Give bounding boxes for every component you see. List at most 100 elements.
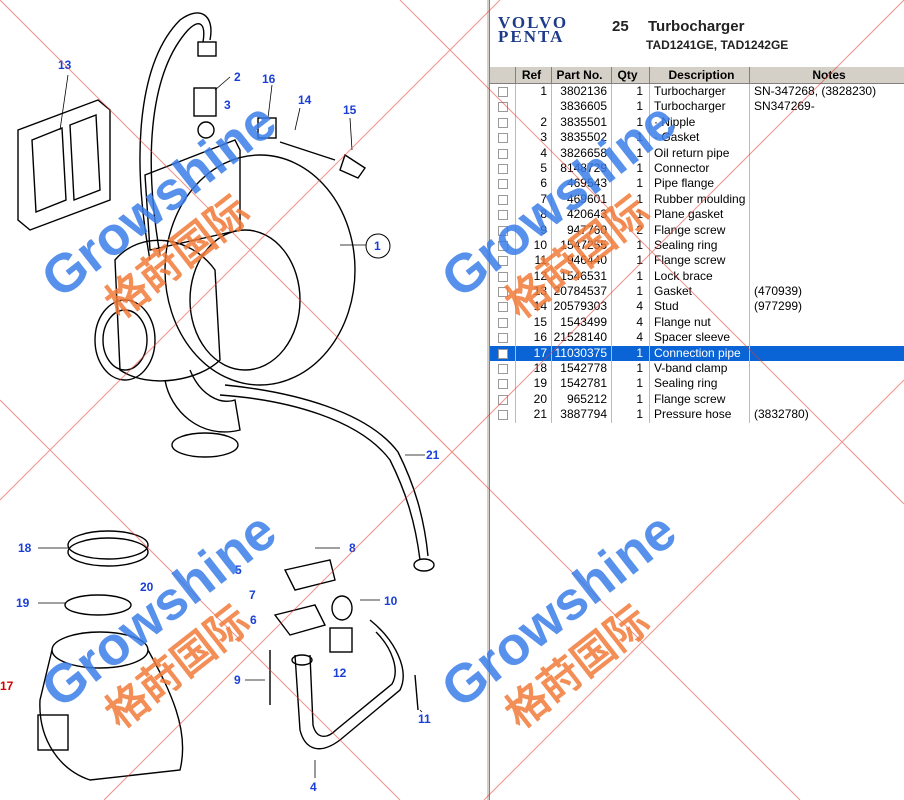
cell-ref: 9 (516, 222, 552, 238)
row-checkbox[interactable] (490, 407, 516, 423)
checkbox[interactable] (497, 133, 508, 144)
callout-15[interactable]: 15 (343, 103, 357, 117)
row-checkbox[interactable] (490, 391, 516, 408)
column-header-notes[interactable]: Notes (750, 67, 904, 84)
row-checkbox[interactable] (490, 361, 516, 377)
checkbox[interactable] (497, 179, 508, 190)
callout-6[interactable]: 6 (250, 613, 257, 627)
callout-10[interactable]: 10 (384, 594, 398, 608)
row-checkbox[interactable] (490, 191, 516, 208)
row-checkbox[interactable] (490, 99, 516, 115)
checkbox[interactable] (497, 102, 508, 113)
checkbox[interactable] (497, 379, 508, 390)
callout-17[interactable]: 17 (0, 679, 14, 693)
parts-diagram[interactable]: 13 2 3 16 14 15 1 21 18 8 20 5 7 10 19 6… (0, 0, 486, 800)
row-checkbox[interactable] (490, 237, 516, 254)
callout-14[interactable]: 14 (298, 93, 312, 107)
row-checkbox[interactable] (490, 207, 516, 223)
column-header-select[interactable] (490, 67, 516, 84)
callout-9[interactable]: 9 (234, 673, 241, 687)
checkbox[interactable] (497, 163, 508, 174)
checkbox[interactable] (497, 394, 508, 405)
callout-16[interactable]: 16 (262, 72, 276, 86)
cell-notes: SN-347268, (3828230) (754, 84, 877, 98)
row-checkbox[interactable] (490, 84, 516, 100)
checkbox[interactable] (497, 148, 508, 159)
callout-8[interactable]: 8 (349, 541, 356, 555)
callout-12[interactable]: 12 (333, 666, 347, 680)
checkbox[interactable] (497, 256, 508, 267)
cell-qty: 1 (612, 391, 650, 408)
row-checkbox[interactable] (490, 376, 516, 392)
checkbox[interactable] (497, 210, 508, 221)
checkbox[interactable] (497, 410, 508, 421)
cell-ref: 1 (516, 84, 552, 100)
checkbox[interactable] (497, 317, 508, 328)
row-checkbox[interactable] (490, 330, 516, 346)
callout-3[interactable]: 3 (224, 98, 231, 112)
callout-4[interactable]: 4 (310, 780, 317, 794)
checkbox[interactable] (497, 87, 508, 97)
checkbox[interactable] (497, 348, 508, 359)
row-checkbox[interactable] (490, 130, 516, 146)
row-checkbox[interactable] (490, 314, 516, 331)
row-checkbox[interactable] (490, 299, 516, 315)
checkbox[interactable] (497, 302, 508, 313)
callout-5[interactable]: 5 (235, 563, 242, 577)
checkbox[interactable] (497, 194, 508, 205)
column-header-ref[interactable]: Ref (516, 67, 552, 84)
cell-description: Flange nut (650, 314, 750, 331)
callout-2[interactable]: 2 (234, 70, 241, 84)
checkbox[interactable] (497, 117, 508, 128)
callout-7[interactable]: 7 (249, 588, 256, 602)
row-checkbox[interactable] (490, 145, 516, 161)
row-checkbox[interactable] (490, 176, 516, 192)
checkbox[interactable] (497, 333, 508, 344)
callout-21[interactable]: 21 (426, 448, 440, 462)
callout-11[interactable]: 11 (418, 712, 431, 726)
checkbox[interactable] (497, 364, 508, 375)
column-header-qty[interactable]: Qty (612, 67, 650, 84)
row-checkbox[interactable] (490, 284, 516, 300)
column-header-part-no[interactable]: Part No. (552, 67, 612, 84)
callout-13[interactable]: 13 (58, 58, 72, 72)
row-checkbox[interactable] (490, 222, 516, 238)
column-header-description[interactable]: Description (650, 67, 750, 84)
checkbox[interactable] (497, 271, 508, 282)
callout-20[interactable]: 20 (140, 580, 154, 594)
row-checkbox[interactable] (490, 268, 516, 285)
callout-1[interactable]: 1 (374, 239, 381, 253)
checkbox[interactable] (497, 225, 508, 236)
row-checkbox[interactable] (490, 114, 516, 131)
callout-19[interactable]: 19 (16, 596, 30, 610)
callout-18[interactable]: 18 (18, 541, 32, 555)
checkbox[interactable] (497, 240, 508, 251)
cell-description: Pipe flange (650, 176, 750, 192)
row-checkbox[interactable] (490, 345, 516, 362)
row-checkbox[interactable] (490, 160, 516, 177)
checkbox[interactable] (497, 287, 508, 298)
row-checkbox[interactable] (490, 253, 516, 269)
